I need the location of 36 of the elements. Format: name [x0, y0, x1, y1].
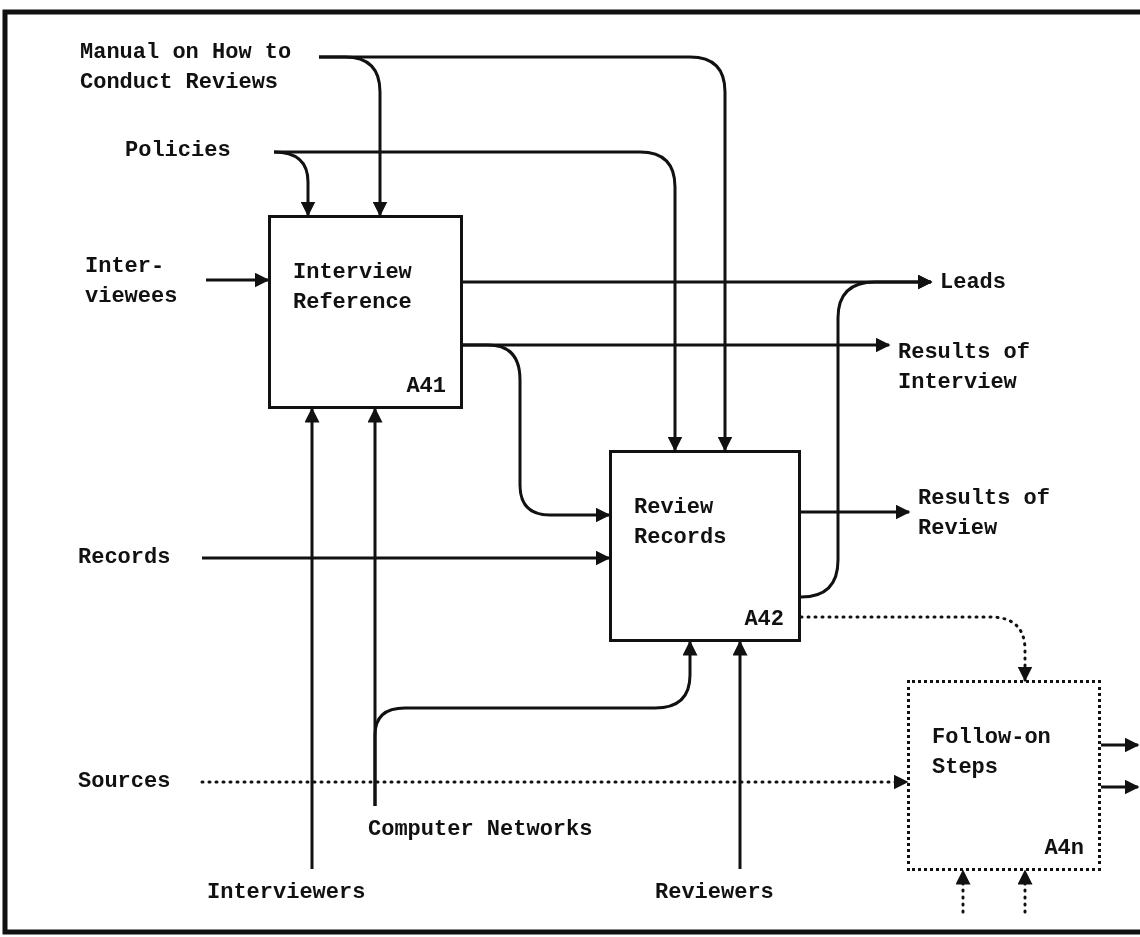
arrow [799, 615, 1033, 682]
activity-box [609, 450, 801, 642]
arrow [955, 869, 971, 914]
arrow [463, 343, 611, 523]
activity-name: Follow-on Steps [932, 724, 1052, 782]
activity-name: Review Records [634, 494, 728, 552]
arrow [800, 274, 933, 599]
flow-label: Results of Review [918, 484, 1088, 544]
activity-name: Interview Reference [293, 259, 413, 317]
arrow [319, 55, 733, 452]
node-number: A41 [406, 373, 446, 401]
arrow [200, 774, 909, 790]
flow-label: Manual on How to Conduct Reviews [80, 38, 310, 98]
activity-box [268, 215, 463, 409]
arrow [206, 272, 270, 288]
flow-label: Records [78, 543, 193, 573]
flow-label: Inter- viewees [85, 252, 197, 312]
arrow [1101, 737, 1140, 753]
flow-label: Interviewers [207, 878, 377, 908]
arrow [801, 504, 911, 520]
arrow [373, 640, 698, 806]
flow-label: Reviewers [655, 878, 795, 908]
flow-label: Leads [940, 268, 1040, 298]
arrow [274, 150, 683, 452]
node-number: A42 [744, 606, 784, 634]
flow-label: Policies [125, 136, 265, 166]
flow-label: Results of Interview [898, 338, 1070, 398]
node-number: A4n [1044, 835, 1084, 863]
arrow [202, 550, 611, 566]
arrow [1101, 779, 1140, 795]
activity-box [907, 680, 1101, 871]
arrow [732, 640, 748, 869]
arrow [304, 407, 320, 869]
flow-label: Sources [78, 767, 193, 797]
flow-label: Computer Networks [368, 815, 648, 845]
arrow [1017, 869, 1033, 914]
